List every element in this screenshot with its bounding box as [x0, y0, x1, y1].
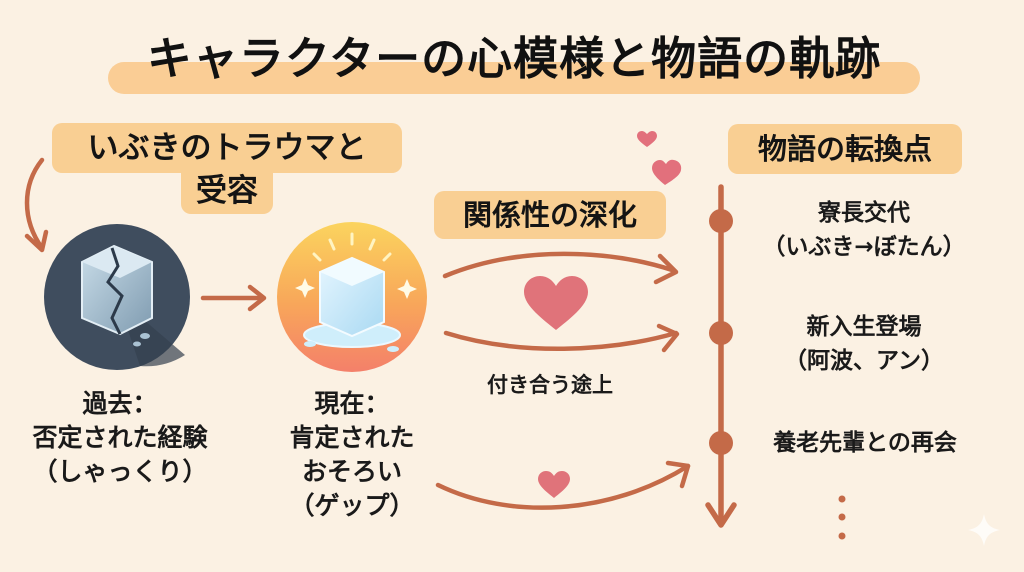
sparkle-icon	[968, 514, 1000, 546]
event-2-detail: （阿波、アン）	[783, 348, 945, 374]
timeline-node-2	[709, 321, 733, 345]
relationship-arrow-bottom	[435, 460, 691, 510]
turning-points-heading-tag: 物語の転換点	[728, 124, 962, 174]
trauma-heading-line2: 受容	[196, 173, 258, 209]
present-label-line3: おそろい	[301, 457, 402, 486]
event-1-title: 寮長交代	[818, 200, 910, 226]
past-label-line2: 否定された経験	[32, 423, 208, 452]
broken-ice-cube-icon	[44, 224, 190, 370]
past-label: 過去： 否定された経験 （しゃっくり）	[20, 387, 220, 489]
relationship-heading: 関係性の深化	[462, 198, 637, 232]
trauma-heading-line2-tag: 受容	[181, 170, 273, 214]
turning-point-event: 養老先輩との再会	[740, 426, 990, 460]
heart-icon-large	[524, 276, 588, 330]
turning-point-event: 新入生登場 （阿波、アン）	[744, 310, 984, 378]
timeline-node-1	[709, 209, 733, 233]
turning-points-heading: 物語の転換点	[757, 132, 932, 166]
present-label: 現在： 肯定された おそろい （ゲップ）	[262, 387, 442, 523]
relationship-arrow-top	[442, 251, 679, 285]
floating-heart-icon-1	[637, 131, 657, 147]
floating-heart-icon-2	[652, 159, 682, 185]
arrow-past-to-present	[200, 284, 267, 312]
page-title: キャラクターの心模様と物語の軌跡	[146, 32, 882, 85]
relationship-caption: 付き合う途上	[487, 373, 613, 397]
event-3-title: 養老先輩との再会	[773, 430, 957, 456]
trauma-heading-line1: いぶきのトラウマと	[87, 130, 367, 166]
relationship-arrow-middle	[443, 323, 680, 353]
trauma-heading-line1-tag: いぶきのトラウマと	[52, 123, 402, 173]
melting-ice-cube-icon	[277, 222, 427, 372]
event-2-title: 新入生登場	[806, 314, 922, 340]
event-1-detail: （いぶき→ぼたん）	[762, 234, 966, 260]
title-banner: キャラクターの心模様と物語の軌跡	[108, 20, 920, 94]
title-highlight	[108, 62, 920, 94]
present-label-line2: 肯定された	[289, 423, 415, 452]
past-label-line3: （しゃっくり）	[32, 457, 208, 486]
past-label-line1: 過去：	[82, 389, 158, 418]
relationship-heading-tag: 関係性の深化	[434, 191, 666, 239]
heart-icon-small	[538, 471, 570, 498]
curved-arrow-into-past	[24, 157, 49, 253]
timeline-arrow	[705, 184, 737, 528]
turning-point-event: 寮長交代 （いぶき→ぼたん）	[744, 196, 984, 264]
present-label-line1: 現在：	[314, 389, 390, 418]
continuation-dots-icon	[838, 495, 846, 540]
timeline-node-3	[709, 431, 733, 455]
present-label-line4: （ゲップ）	[289, 491, 415, 520]
